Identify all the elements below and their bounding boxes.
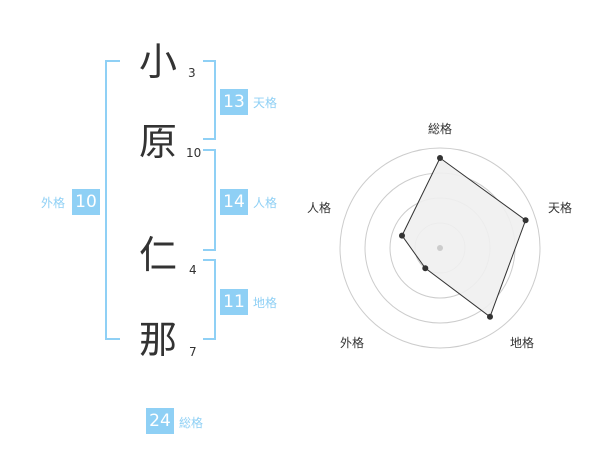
radar-axis-label-soukaku: 総格 (428, 122, 453, 136)
tenkaku-bracket (203, 60, 216, 140)
stroke-count-4: 7 (189, 345, 197, 359)
radar-axis-label-gaikaku: 外格 (340, 336, 365, 350)
radar-point-5 (399, 232, 405, 239)
radar-chart (339, 147, 541, 349)
name-char-3: 仁 (138, 233, 177, 277)
radar-data-polygon (401, 157, 527, 318)
gaikaku-label: 外格 (41, 196, 66, 210)
radar-grid-ring (339, 147, 541, 349)
stroke-count-3: 4 (189, 263, 197, 277)
soukaku-value-box: 24 (146, 408, 174, 434)
radar-point-4 (422, 265, 429, 272)
stroke-count-1: 3 (188, 66, 196, 80)
gaikaku-bracket (105, 60, 120, 340)
tenkaku-label: 天格 (253, 96, 278, 110)
radar-point-2 (522, 217, 529, 224)
chikaku-label: 地格 (253, 296, 278, 310)
radar-axis-label-tenkaku: 天格 (548, 201, 573, 215)
jinkaku-label: 人格 (253, 196, 278, 210)
radar-axis-label-chikaku: 地格 (510, 336, 535, 350)
radar-point-3 (487, 313, 493, 320)
stroke-count-2: 10 (186, 146, 202, 160)
jinkaku-bracket (203, 149, 216, 251)
chikaku-bracket (203, 259, 216, 340)
radar-axis-label-jinkaku: 人格 (307, 201, 332, 215)
tenkaku-value-box: 13 (220, 89, 248, 115)
radar-center-dot (437, 245, 443, 251)
jinkaku-value-box: 14 (220, 189, 248, 215)
name-char-4: 那 (138, 318, 177, 362)
soukaku-label: 総格 (179, 416, 204, 430)
name-char-2: 原 (138, 120, 177, 164)
chikaku-value-box: 11 (220, 289, 248, 315)
gaikaku-value-box: 10 (72, 189, 100, 215)
name-char-1: 小 (138, 40, 177, 84)
radar-point-1 (437, 155, 443, 161)
